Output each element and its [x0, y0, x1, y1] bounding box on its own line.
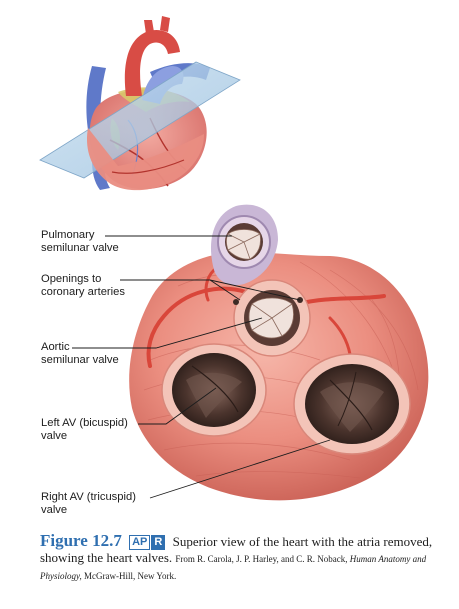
orientation-heart: [39, 16, 241, 191]
caption-credit: From R. Carola, J. P. Harley, and C. R. …: [40, 554, 426, 581]
caption-text: Superior view of the heart with the atri…: [40, 534, 433, 565]
small-aortic-branches: [144, 16, 170, 34]
label-pulmonary-line2: semilunar valve: [41, 242, 119, 254]
credit-book: Human Anatomy and Physiology,: [40, 554, 427, 581]
label-right-av-line2: valve: [41, 504, 68, 516]
superior-view: [129, 204, 429, 501]
credit-suffix: McGraw-Hill, New York.: [84, 571, 177, 581]
label-pulmonary-line1: Pulmonary: [41, 229, 95, 241]
figure-number: Figure 12.7: [40, 531, 122, 550]
label-pulmonary-valve: Pulmonary semilunar valve: [41, 229, 119, 255]
right-av-valve: [293, 353, 411, 455]
label-left-av-valve: Left AV (bicuspid) valve: [41, 417, 128, 443]
leader-left-av: [138, 387, 217, 425]
leader-aortic: [72, 317, 263, 349]
label-coronary-line2: coronary arteries: [41, 286, 125, 298]
label-right-av-valve: Right AV (tricuspid) valve: [41, 491, 136, 517]
apr-badge-left: AP: [129, 535, 151, 550]
label-left-av-line1: Left AV (bicuspid): [41, 417, 128, 429]
aortic-valve-ring: [233, 279, 311, 357]
label-right-av-line1: Right AV (tricuspid): [41, 491, 136, 503]
credit-prefix: From R. Carola, J. P. Harley, and C. R. …: [175, 554, 348, 564]
pulmonary-trunk: [210, 204, 278, 286]
left-av-valve: [161, 343, 267, 437]
label-coronary-openings: Openings to coronary arteries: [41, 273, 125, 299]
leader-lines: [72, 235, 331, 499]
small-aorta: [124, 30, 180, 96]
label-left-av-line2: valve: [41, 430, 68, 442]
leader-coronary-2: [209, 279, 301, 301]
label-aortic-valve: Aortic semilunar valve: [41, 341, 119, 367]
label-aortic-line1: Aortic: [41, 341, 70, 353]
leader-right-av: [149, 439, 331, 499]
label-aortic-line2: semilunar valve: [41, 354, 119, 366]
label-coronary-line1: Openings to: [41, 273, 102, 285]
apr-badge-right: R: [151, 535, 166, 550]
